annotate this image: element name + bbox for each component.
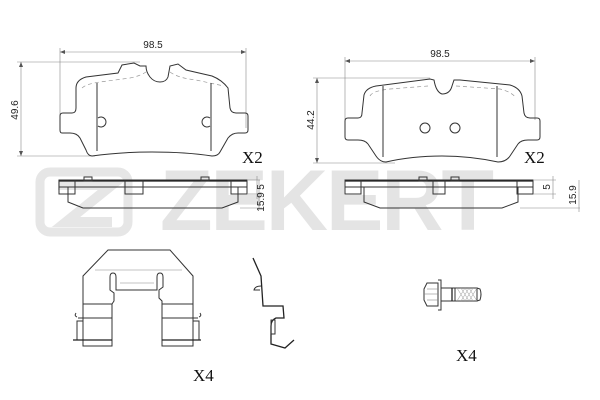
left-backplate-label: 5	[256, 184, 267, 190]
right-pad-side-view: 5 15.9	[344, 176, 580, 212]
right-width-label: 98.5	[430, 49, 450, 60]
caliper-bolt: X4	[423, 279, 482, 365]
right-height-label: 44.2	[306, 110, 317, 130]
watermark-text: ZEKERT	[160, 153, 493, 249]
left-pad-front-view: 98.5 49.6 X2	[10, 40, 263, 167]
left-thickness-label: 15.9	[256, 192, 267, 212]
left-pad-quantity: X2	[242, 148, 263, 167]
left-width-label: 98.5	[143, 40, 163, 51]
right-thickness-label: 15.9	[568, 185, 579, 205]
right-backplate-label: 5	[542, 184, 553, 190]
spring-wire	[252, 257, 295, 349]
right-pad-front-view: 98.5 44.2 X2	[306, 49, 545, 167]
left-pad-side-view: 5 15.9	[58, 176, 267, 212]
clip-quantity: X4	[193, 366, 214, 385]
left-height-label: 49.6	[10, 100, 21, 120]
right-pad-quantity: X2	[524, 148, 545, 167]
bolt-quantity: X4	[456, 346, 477, 365]
anti-rattle-clip: X4	[73, 249, 214, 385]
zekert-watermark: ZEKERT	[35, 153, 495, 249]
